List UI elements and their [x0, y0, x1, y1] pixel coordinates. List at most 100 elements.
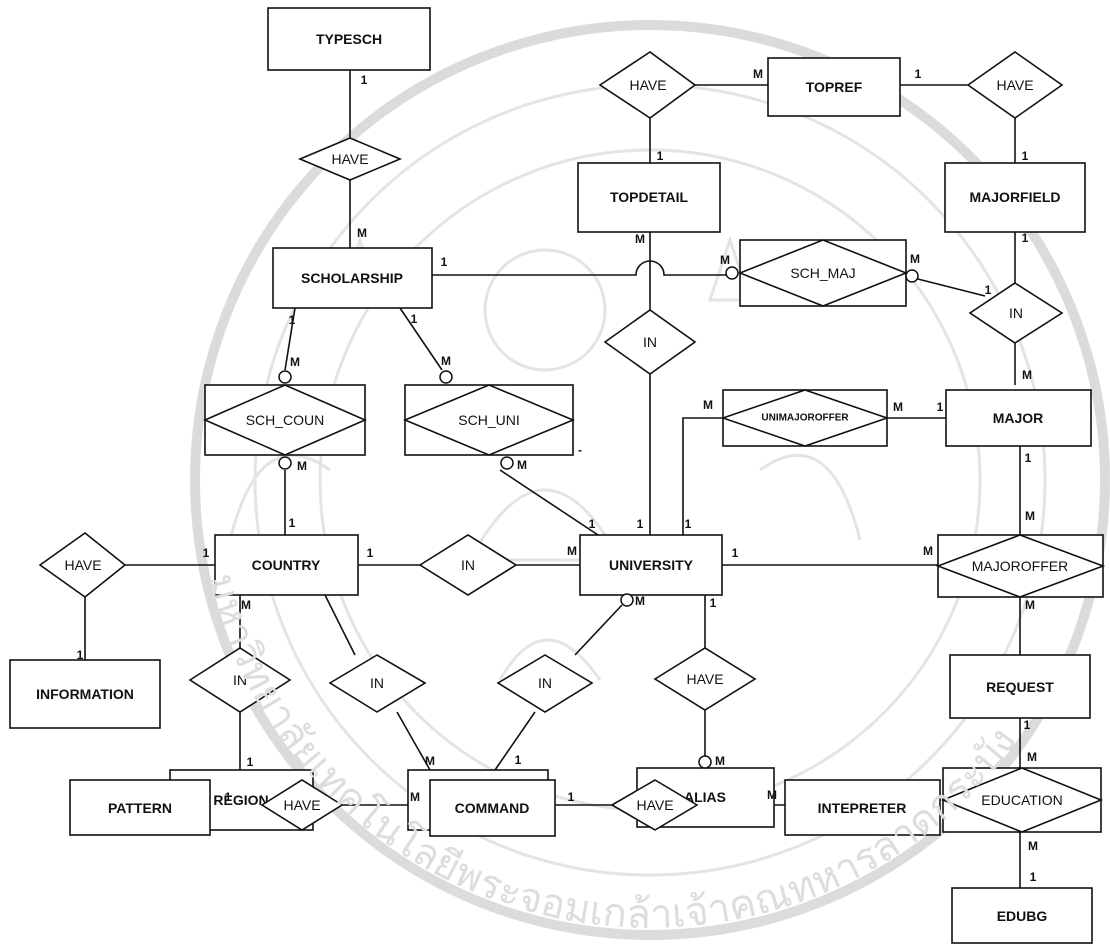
svg-text:M: M [425, 754, 435, 768]
svg-text:M: M [703, 398, 713, 412]
svg-text:EDUCATION: EDUCATION [981, 792, 1062, 808]
svg-text:HAVE: HAVE [636, 797, 673, 813]
svg-text:IN: IN [370, 675, 384, 691]
entity-intepreter: INTEPRETER [784, 779, 941, 836]
svg-text:1: 1 [361, 73, 368, 87]
seal-watermark-text: มหาวิทยาลัยเทคโนโลยีพระจอมเกล้าเจ้าคุณทห… [198, 569, 1025, 937]
svg-text:HAVE: HAVE [64, 557, 101, 573]
svg-text:TYPESCH: TYPESCH [316, 31, 382, 47]
svg-text:1: 1 [77, 648, 84, 662]
associative-majoroffer: MAJOROFFER [935, 534, 1106, 598]
relationship-have-information: HAVE [38, 531, 127, 599]
svg-text:M: M [715, 754, 725, 768]
relationship-have-topdetail: HAVE [598, 51, 697, 119]
entity-pattern: PATTERN [69, 779, 211, 836]
relationship-have-pattern-command: HAVE [260, 779, 344, 831]
relationship-in-majorfield: IN [968, 282, 1064, 344]
svg-text:IN: IN [233, 672, 247, 688]
entity-typesch: TYPESCH [267, 7, 431, 71]
svg-text:1: 1 [441, 255, 448, 269]
svg-text:M: M [720, 253, 730, 267]
svg-text:HAVE: HAVE [331, 151, 368, 167]
svg-text:MAJOROFFER: MAJOROFFER [972, 558, 1068, 574]
svg-text:M: M [357, 226, 367, 240]
svg-text:M: M [767, 788, 777, 802]
svg-text:M: M [290, 355, 300, 369]
svg-text:M: M [410, 790, 420, 804]
svg-text:SCH_COUN: SCH_COUN [246, 412, 325, 428]
associative-sch-uni: SCH_UNI [402, 384, 576, 456]
svg-text:MAJOR: MAJOR [993, 410, 1044, 426]
svg-text:INFORMATION: INFORMATION [36, 686, 134, 702]
svg-text:INTEPRETER: INTEPRETER [818, 800, 907, 816]
relationship-have-typesch: HAVE [297, 137, 403, 181]
svg-text:M: M [1025, 598, 1035, 612]
svg-text:HAVE: HAVE [686, 671, 723, 687]
entity-university: UNIVERSITY [579, 534, 723, 596]
associative-unimajoroffer: UNIMAJOROFFER [720, 389, 890, 447]
svg-text:1: 1 [247, 755, 254, 769]
svg-text:TOPDETAIL: TOPDETAIL [610, 189, 688, 205]
svg-text:1: 1 [1025, 451, 1032, 465]
svg-text:1: 1 [657, 149, 664, 163]
svg-text:1: 1 [915, 67, 922, 81]
svg-text:REGION: REGION [213, 792, 268, 808]
svg-text:HAVE: HAVE [996, 77, 1033, 93]
svg-text:1: 1 [1030, 870, 1037, 884]
svg-text:M: M [1027, 750, 1037, 764]
svg-text:M: M [297, 459, 307, 473]
relationship-in-country-university: IN [418, 534, 518, 596]
entity-edubg: EDUBG [951, 887, 1093, 944]
svg-text:1: 1 [225, 790, 232, 804]
svg-text:M: M [923, 544, 933, 558]
svg-text:1: 1 [985, 283, 992, 297]
svg-text:M: M [753, 67, 763, 81]
entity-majorfield: MAJORFIELD [944, 162, 1086, 233]
svg-text:1: 1 [685, 517, 692, 531]
svg-text:IN: IN [538, 675, 552, 691]
svg-text:M: M [241, 598, 251, 612]
entity-country: COUNTRY [214, 534, 359, 596]
entity-command: COMMAND [429, 779, 556, 837]
svg-text:SCH_UNI: SCH_UNI [458, 412, 519, 428]
relationship-in-country-state: IN [328, 654, 427, 713]
svg-text:1: 1 [289, 516, 296, 530]
svg-text:1: 1 [1022, 149, 1029, 163]
svg-text:SCH_MAJ: SCH_MAJ [790, 265, 855, 281]
svg-text:1: 1 [732, 546, 739, 560]
svg-text:1: 1 [589, 517, 596, 531]
svg-text:M: M [635, 594, 645, 608]
svg-text:1: 1 [937, 400, 944, 414]
svg-text:M: M [441, 354, 451, 368]
svg-text:M: M [893, 400, 903, 414]
connector-lines [84, 70, 1021, 888]
svg-text:HAVE: HAVE [283, 797, 320, 813]
svg-text:PATTERN: PATTERN [108, 800, 172, 816]
svg-text:COMMAND: COMMAND [455, 800, 530, 816]
svg-text:1: 1 [515, 753, 522, 767]
svg-text:EDUBG: EDUBG [997, 908, 1048, 924]
relationship-have-majorfield: HAVE [966, 51, 1064, 119]
svg-text:HAVE: HAVE [629, 77, 666, 93]
relationship-have-command-intepreter: HAVE [610, 779, 699, 831]
svg-text:1: 1 [367, 546, 374, 560]
svg-text:M: M [910, 252, 920, 266]
svg-text:M: M [635, 232, 645, 246]
relationship-in-university-state: IN [496, 654, 594, 713]
svg-text:M: M [1022, 368, 1032, 382]
svg-text:UNIVERSITY: UNIVERSITY [609, 557, 694, 573]
svg-text:UNIMAJOROFFER: UNIMAJOROFFER [761, 413, 849, 424]
associative-sch-maj: SCH_MAJ [737, 239, 909, 307]
svg-text:M: M [567, 544, 577, 558]
entity-topdetail: TOPDETAIL [577, 162, 721, 233]
svg-text:M: M [1025, 509, 1035, 523]
svg-text:M: M [517, 458, 527, 472]
svg-text:IN: IN [1009, 305, 1023, 321]
optionality-circles [278, 266, 919, 769]
entity-major: MAJOR [945, 389, 1092, 447]
svg-text:IN: IN [461, 557, 475, 573]
entity-information: INFORMATION [9, 659, 161, 729]
relationship-have-alias: HAVE [653, 647, 757, 711]
associative-sch-coun: SCH_COUN [203, 384, 367, 456]
